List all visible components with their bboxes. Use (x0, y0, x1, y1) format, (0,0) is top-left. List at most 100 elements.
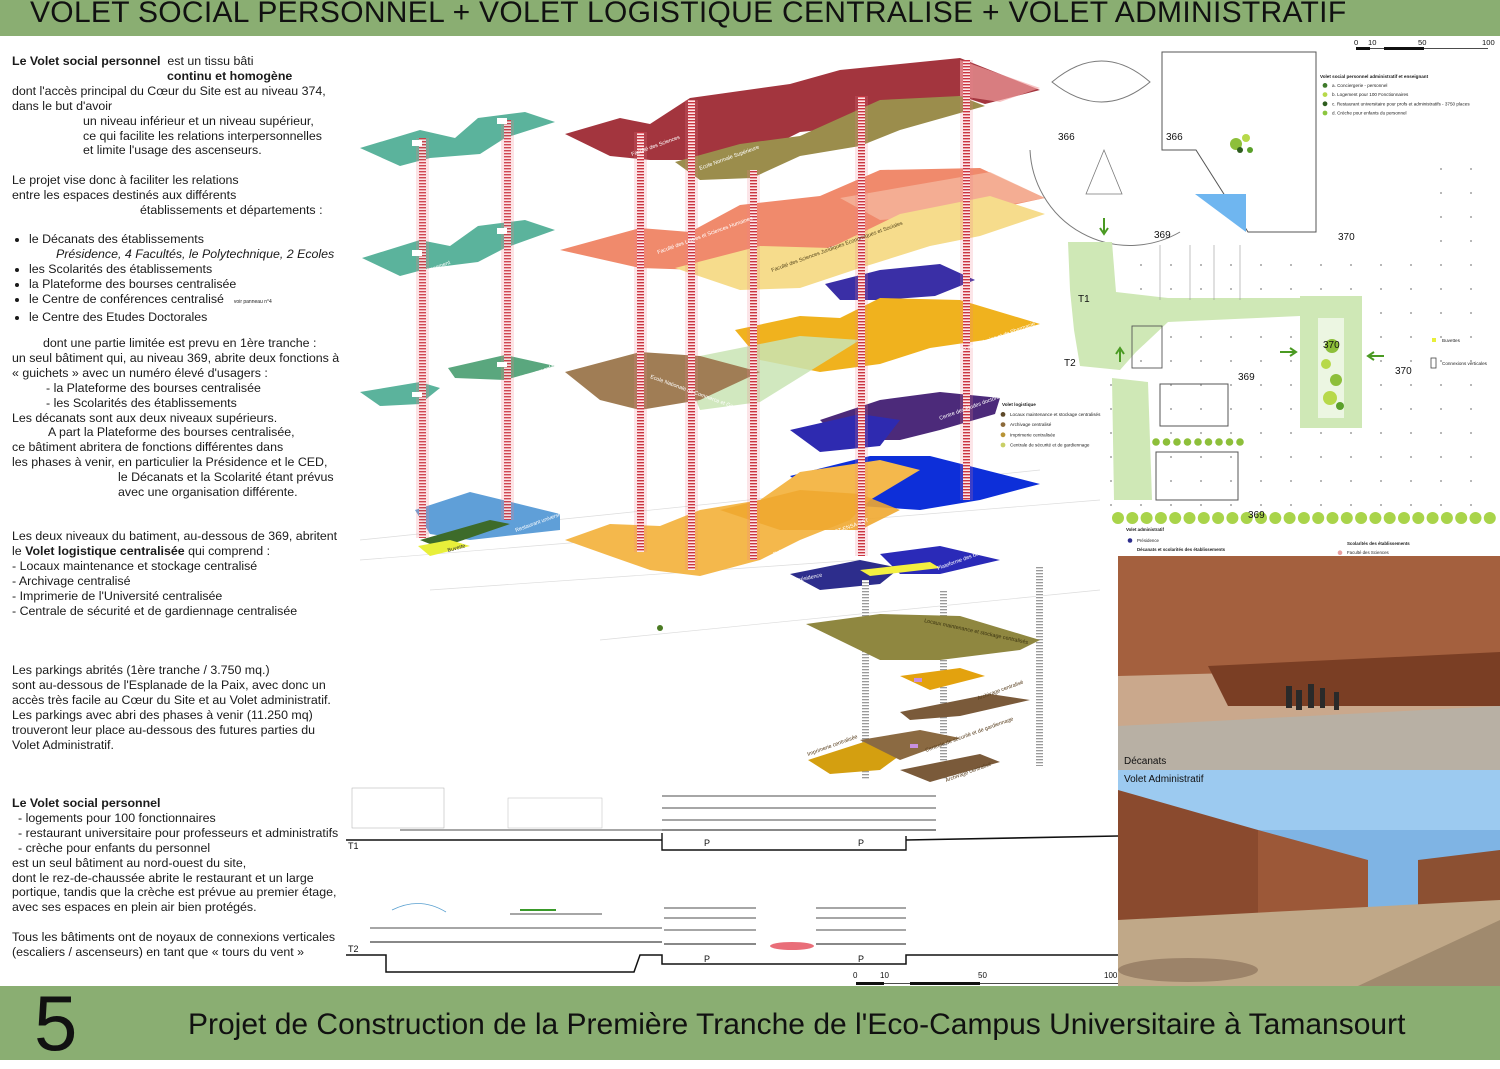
text-line: trouveront leur place au-dessous des fut… (12, 722, 316, 737)
axo-shaft-grey (1036, 566, 1043, 766)
axo-slab-creche (448, 355, 555, 380)
plan-tree (1269, 512, 1282, 524)
plan-walkway (1112, 378, 1152, 500)
legend-label: Imprimerie centralisée (1010, 432, 1056, 437)
axo-slab-lettres-light (840, 172, 1045, 220)
plan-tree (1469, 512, 1482, 524)
plan-tree (1297, 512, 1310, 524)
legend-label: Archivage centralisé (1010, 422, 1052, 427)
plan-tree (1215, 438, 1223, 446)
bullet-text: le Centre des Etudes Doctorales (29, 309, 208, 324)
logistics-item: - Locaux maintenance et stockage central… (12, 558, 258, 573)
legend-title: Volet administratif (1126, 527, 1165, 532)
plan-tree (1369, 512, 1382, 524)
legend-swatch (1322, 101, 1328, 107)
social-item: - restaurant universitaire pour professe… (18, 825, 339, 840)
axo-slab-polytechnique (565, 460, 920, 576)
text-line: avec ses espaces en plein air bien proté… (12, 900, 257, 915)
text-bold: Volet logistique centralisée (25, 543, 185, 558)
axo-shaft (504, 120, 511, 520)
scale-label: 0 (1354, 38, 1358, 47)
legend-social: Volet social personnel administratif et … (1320, 74, 1470, 116)
axo-slab-archivage-b (900, 694, 1030, 720)
text-block-parkings: Les parkings abrités (1ère tranche / 3.7… (12, 663, 331, 752)
legend-label: d. Crèche pour enfants du personnel (1332, 111, 1407, 116)
footer-band: 5 Projet de Construction de la Première … (0, 979, 1500, 1067)
text-block-logistique: Les deux niveaux du batiment, au-dessous… (12, 529, 337, 618)
plan-lens (1051, 60, 1151, 103)
legend-label: Centrale de sécurité et de gardiennage (1010, 443, 1090, 448)
rendering-volet-administratif: Volet Administratif (1118, 770, 1500, 986)
main-drawing: Logement Crèche pour enfants Faculté des… (346, 38, 1500, 985)
axo-slab-green-strip (420, 520, 510, 548)
plan-tree (1212, 512, 1225, 524)
legend-label: Faculté des Sciences (1347, 550, 1390, 555)
text-line: dont une partie limitée est prevu en 1èr… (43, 336, 317, 350)
scale-label: 50 (1418, 38, 1426, 47)
page-title: VOLET SOCIAL PERSONNEL + VOLET LOGISTIQU… (30, 0, 1347, 29)
plan-tree (1112, 512, 1124, 524)
text-line: « guichets » avec un numéro élevé d'usag… (12, 365, 268, 380)
axo-marker-dot (657, 625, 663, 631)
axo-shaft (858, 96, 865, 556)
logistics-item: - Centrale de sécurité et de gardiennage… (12, 603, 298, 618)
legend-label: a. Conciergerie - personnel (1332, 83, 1387, 88)
plan-tree (1326, 512, 1339, 524)
legend-swatch (1000, 412, 1006, 417)
text-line: A part la Plateforme des bourses central… (48, 425, 295, 440)
rendering-image: Décanats (1118, 556, 1500, 770)
axo-slab-archivage-c (900, 754, 1000, 782)
axo-slab-lightgreen (680, 336, 860, 410)
plan-tree (1312, 512, 1325, 524)
scale-label: 0 (853, 971, 858, 980)
text-line: ce bâtiment abritera de fonctions différ… (12, 440, 284, 455)
text-line: accès très facile au Cœur du Site et au … (12, 692, 331, 707)
plan-tree (1169, 512, 1182, 524)
text-line: est un seul bâtiment au nord-ouest du si… (12, 855, 247, 870)
text-block-bullets: le Décanats des établissementsPrésidence… (12, 232, 334, 324)
plan-tree (1440, 512, 1453, 524)
axo-slab-darkblue-b (790, 414, 900, 452)
axo-slab-medecine-low (720, 490, 900, 530)
plan-level-label: 370 (1395, 366, 1412, 377)
legend-label: b. Logement pour 100 Fonctionnaires (1332, 92, 1409, 97)
text-line: entre les espaces destinés aux différent… (12, 187, 237, 202)
plan-tree (1255, 512, 1267, 524)
plan-tree (1197, 512, 1210, 524)
plan-tree (1236, 438, 1244, 446)
axo-shaft (637, 132, 644, 552)
plan-tree (1483, 512, 1496, 524)
plan-tree (1183, 438, 1192, 446)
text-bold: Le Volet social personnel (12, 54, 161, 68)
axo-label: Présidence (795, 572, 823, 583)
plan-tree (1240, 512, 1253, 524)
text-line: Les décanats sont aux deux niveaux supér… (12, 410, 278, 425)
text-line: Le projet vise donc à faciliter les rela… (12, 173, 239, 187)
axo-slab-commerce (565, 352, 760, 410)
plan-tree (1140, 512, 1153, 524)
legend-items: a. Conciergerie - personnel b. Logement p… (1322, 83, 1470, 116)
text-block-tours-du-vent: Tous les bâtiments ont de noyaux de conn… (12, 930, 335, 960)
social-item: - logements pour 100 fonctionnaires (18, 810, 216, 825)
axo-shaft (419, 138, 426, 538)
panel-number: 5 (34, 979, 78, 1067)
plan-tree-row-small (1152, 438, 1244, 446)
scale-bar-bottom: 0 10 50 100 (853, 971, 1118, 985)
plan-building-outline (1161, 51, 1317, 233)
photo-label: Décanats (1124, 756, 1166, 767)
axo-slab-maintenance (806, 614, 1040, 660)
axo-slab-restaurant (415, 492, 560, 540)
scale-label: 50 (978, 971, 987, 980)
text-bold: continu et homogène (167, 68, 293, 83)
logistics-item: - Archivage centralisé (12, 573, 131, 588)
axo-shaft-grey (862, 580, 869, 780)
legend-swatch (1322, 83, 1328, 88)
text-block-relations: Le projet vise donc à faciliter les rela… (12, 173, 323, 218)
bullet-note: voir panneau n°4 (233, 298, 272, 305)
plan-tree (1340, 512, 1353, 524)
axo-slab-teal-top (360, 112, 555, 166)
plan-tree (1173, 438, 1181, 446)
axo-slab-presidence (790, 560, 900, 590)
text-line: établissements et départements : (140, 202, 323, 217)
plan-tree (1412, 512, 1425, 524)
